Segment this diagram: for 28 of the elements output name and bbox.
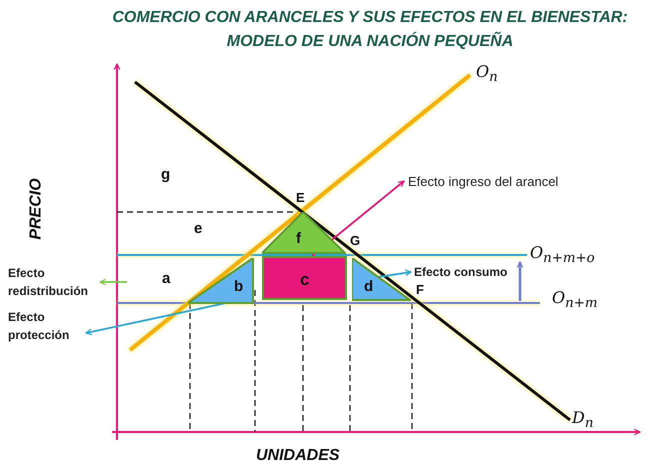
leader-arrow xyxy=(99,278,127,286)
shaded-triangle xyxy=(188,258,254,304)
axis-label: PRECIO xyxy=(28,178,46,240)
annotation-text: Efecto ingreso del arancel xyxy=(408,173,558,191)
leader-arrow xyxy=(378,270,412,278)
point-label: E xyxy=(296,190,305,205)
shaded-triangle xyxy=(352,258,411,301)
curve-label: D$_{n}$ xyxy=(572,408,594,432)
annotation-text: Efecto protección xyxy=(8,308,104,344)
point-label: G xyxy=(350,233,360,248)
area-label: b xyxy=(234,278,244,295)
area-label: e xyxy=(194,220,202,237)
area-label: d xyxy=(364,278,374,295)
curve-label: O$_{n+m}$ xyxy=(552,288,598,312)
title: COMERCIO CON ARANCELES Y SUS EFECTOS EN EL BIENESTAR: MODELO DE UNA NACIÓN PEQUEÑA xyxy=(111,8,629,52)
curve-label: O$_{n+m+o}$ xyxy=(530,243,595,266)
point-label: F xyxy=(416,282,424,297)
shaded-triangle xyxy=(262,212,346,254)
area-label: c xyxy=(300,270,310,290)
leader-arrow xyxy=(85,302,226,336)
area-label: f xyxy=(296,230,301,247)
axis-label: UNIDADES xyxy=(256,447,340,465)
annotation-text: Efecto consumo xyxy=(414,263,508,281)
area-label: a xyxy=(162,270,170,287)
annotation-text: Efecto redistribución xyxy=(8,264,104,300)
shaded-rectangle xyxy=(262,256,347,300)
area-label: g xyxy=(161,166,170,183)
curve-label: O$_{n}$ xyxy=(476,62,498,86)
